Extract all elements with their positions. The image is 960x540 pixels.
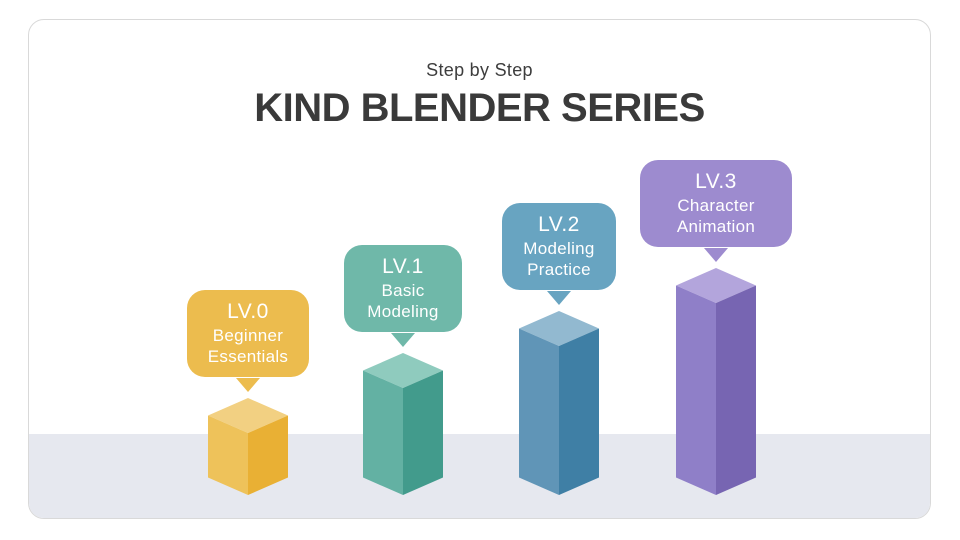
level-label: LV.1	[382, 255, 424, 278]
cube-top-face	[208, 398, 288, 433]
page-title: KIND BLENDER SERIES	[254, 86, 705, 130]
cube-top-face	[519, 311, 599, 346]
level-line-1: Modeling	[523, 239, 595, 258]
level-line-1: Character	[677, 196, 755, 215]
level-line-2: Modeling	[367, 302, 439, 321]
level-line-1: Beginner	[212, 326, 284, 345]
speech-bubble: LV.0 Beginner Essentials	[187, 290, 309, 377]
level-line-2: Practice	[527, 260, 591, 279]
speech-bubble-tail	[236, 378, 260, 392]
speech-bubble: LV.3 Character Animation	[640, 160, 792, 247]
slide-header: Step by Step KIND BLENDER SERIES	[29, 20, 930, 130]
speech-bubble: LV.1 Basic Modeling	[344, 245, 462, 332]
speech-bubble: LV.2 Modeling Practice	[502, 203, 616, 290]
speech-bubble-tail	[547, 291, 571, 305]
speech-bubble-tail	[391, 333, 415, 347]
level-line-1: Basic	[381, 281, 425, 300]
slide-card: Step by Step KIND BLENDER SERIES LV.0 Be…	[28, 19, 931, 519]
level-line-2: Essentials	[207, 347, 289, 366]
speech-bubble-tail	[704, 248, 728, 262]
level-label: LV.0	[227, 300, 269, 323]
slide-subtitle: Step by Step	[426, 60, 533, 80]
level-label: LV.3	[695, 170, 737, 193]
cube-top-face	[363, 353, 443, 388]
cube-top-face	[676, 268, 756, 303]
level-label: LV.2	[538, 213, 580, 236]
level-line-2: Animation	[676, 217, 756, 236]
floor	[29, 434, 930, 518]
